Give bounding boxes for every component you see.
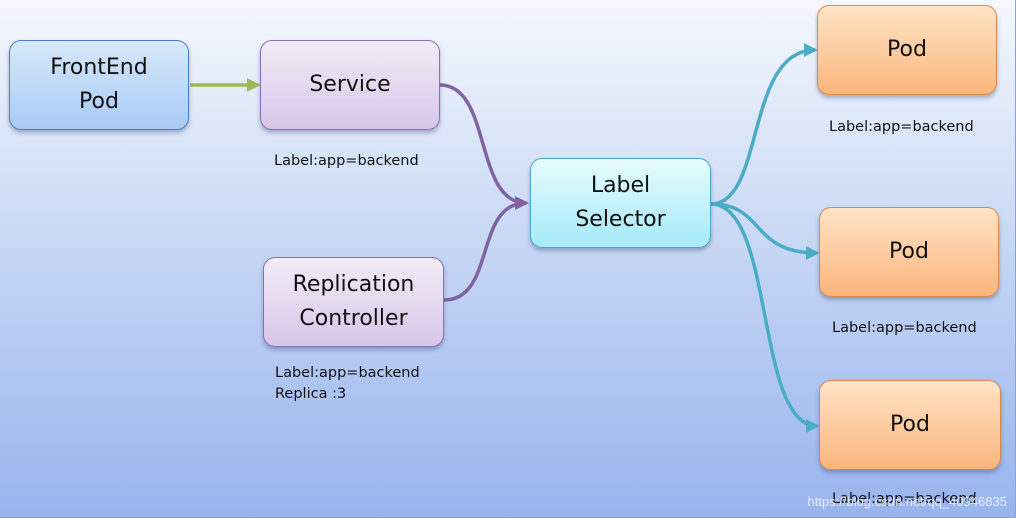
- pod-node-1: Pod: [817, 5, 997, 95]
- watermark-text: https://blog.csdn.net/qq_40946835: [807, 494, 1008, 509]
- pod-node-2-label: Pod: [889, 239, 929, 264]
- replication-controller-label-line2: Controller: [299, 306, 408, 331]
- rc-replica-text: Replica :3: [275, 386, 347, 402]
- edge-selector-to-pod3: [710, 202, 820, 433]
- label-selector-label-line2: Selector: [575, 207, 666, 232]
- pod-3-label-text: Label:app=backend: [832, 491, 977, 507]
- pod-node-3-label: Pod: [890, 412, 930, 437]
- pod-2-label-text: Label:app=backend: [832, 320, 977, 336]
- replication-controller-label-line1: Replication: [292, 272, 415, 297]
- label-selector-label-line1: Label: [590, 173, 651, 198]
- label-selector-node: Label Selector: [530, 158, 711, 248]
- frontend-pod-label-line1: FrontEnd: [50, 55, 148, 80]
- frontend-pod-node: FrontEnd Pod: [9, 40, 189, 130]
- service-selector-text: Label:app=backend: [274, 153, 419, 169]
- service-node: Service: [260, 40, 440, 130]
- frontend-pod-label-line2: Pod: [79, 89, 119, 114]
- replication-controller-node: Replication Controller: [263, 257, 444, 347]
- edge-selector-to-pod2: [710, 202, 820, 260]
- edge-service-to-selector: [439, 83, 529, 210]
- service-node-label: Service: [309, 72, 391, 97]
- pod-node-3: Pod: [819, 380, 1001, 470]
- pod-node-2: Pod: [819, 207, 999, 297]
- rc-selector-text: Label:app=backend: [275, 365, 420, 381]
- pod-1-label-text: Label:app=backend: [829, 119, 974, 135]
- pod-node-1-label: Pod: [887, 37, 927, 62]
- edge-rc-to-selector: [443, 196, 529, 302]
- edge-selector-to-pod1: [710, 43, 818, 206]
